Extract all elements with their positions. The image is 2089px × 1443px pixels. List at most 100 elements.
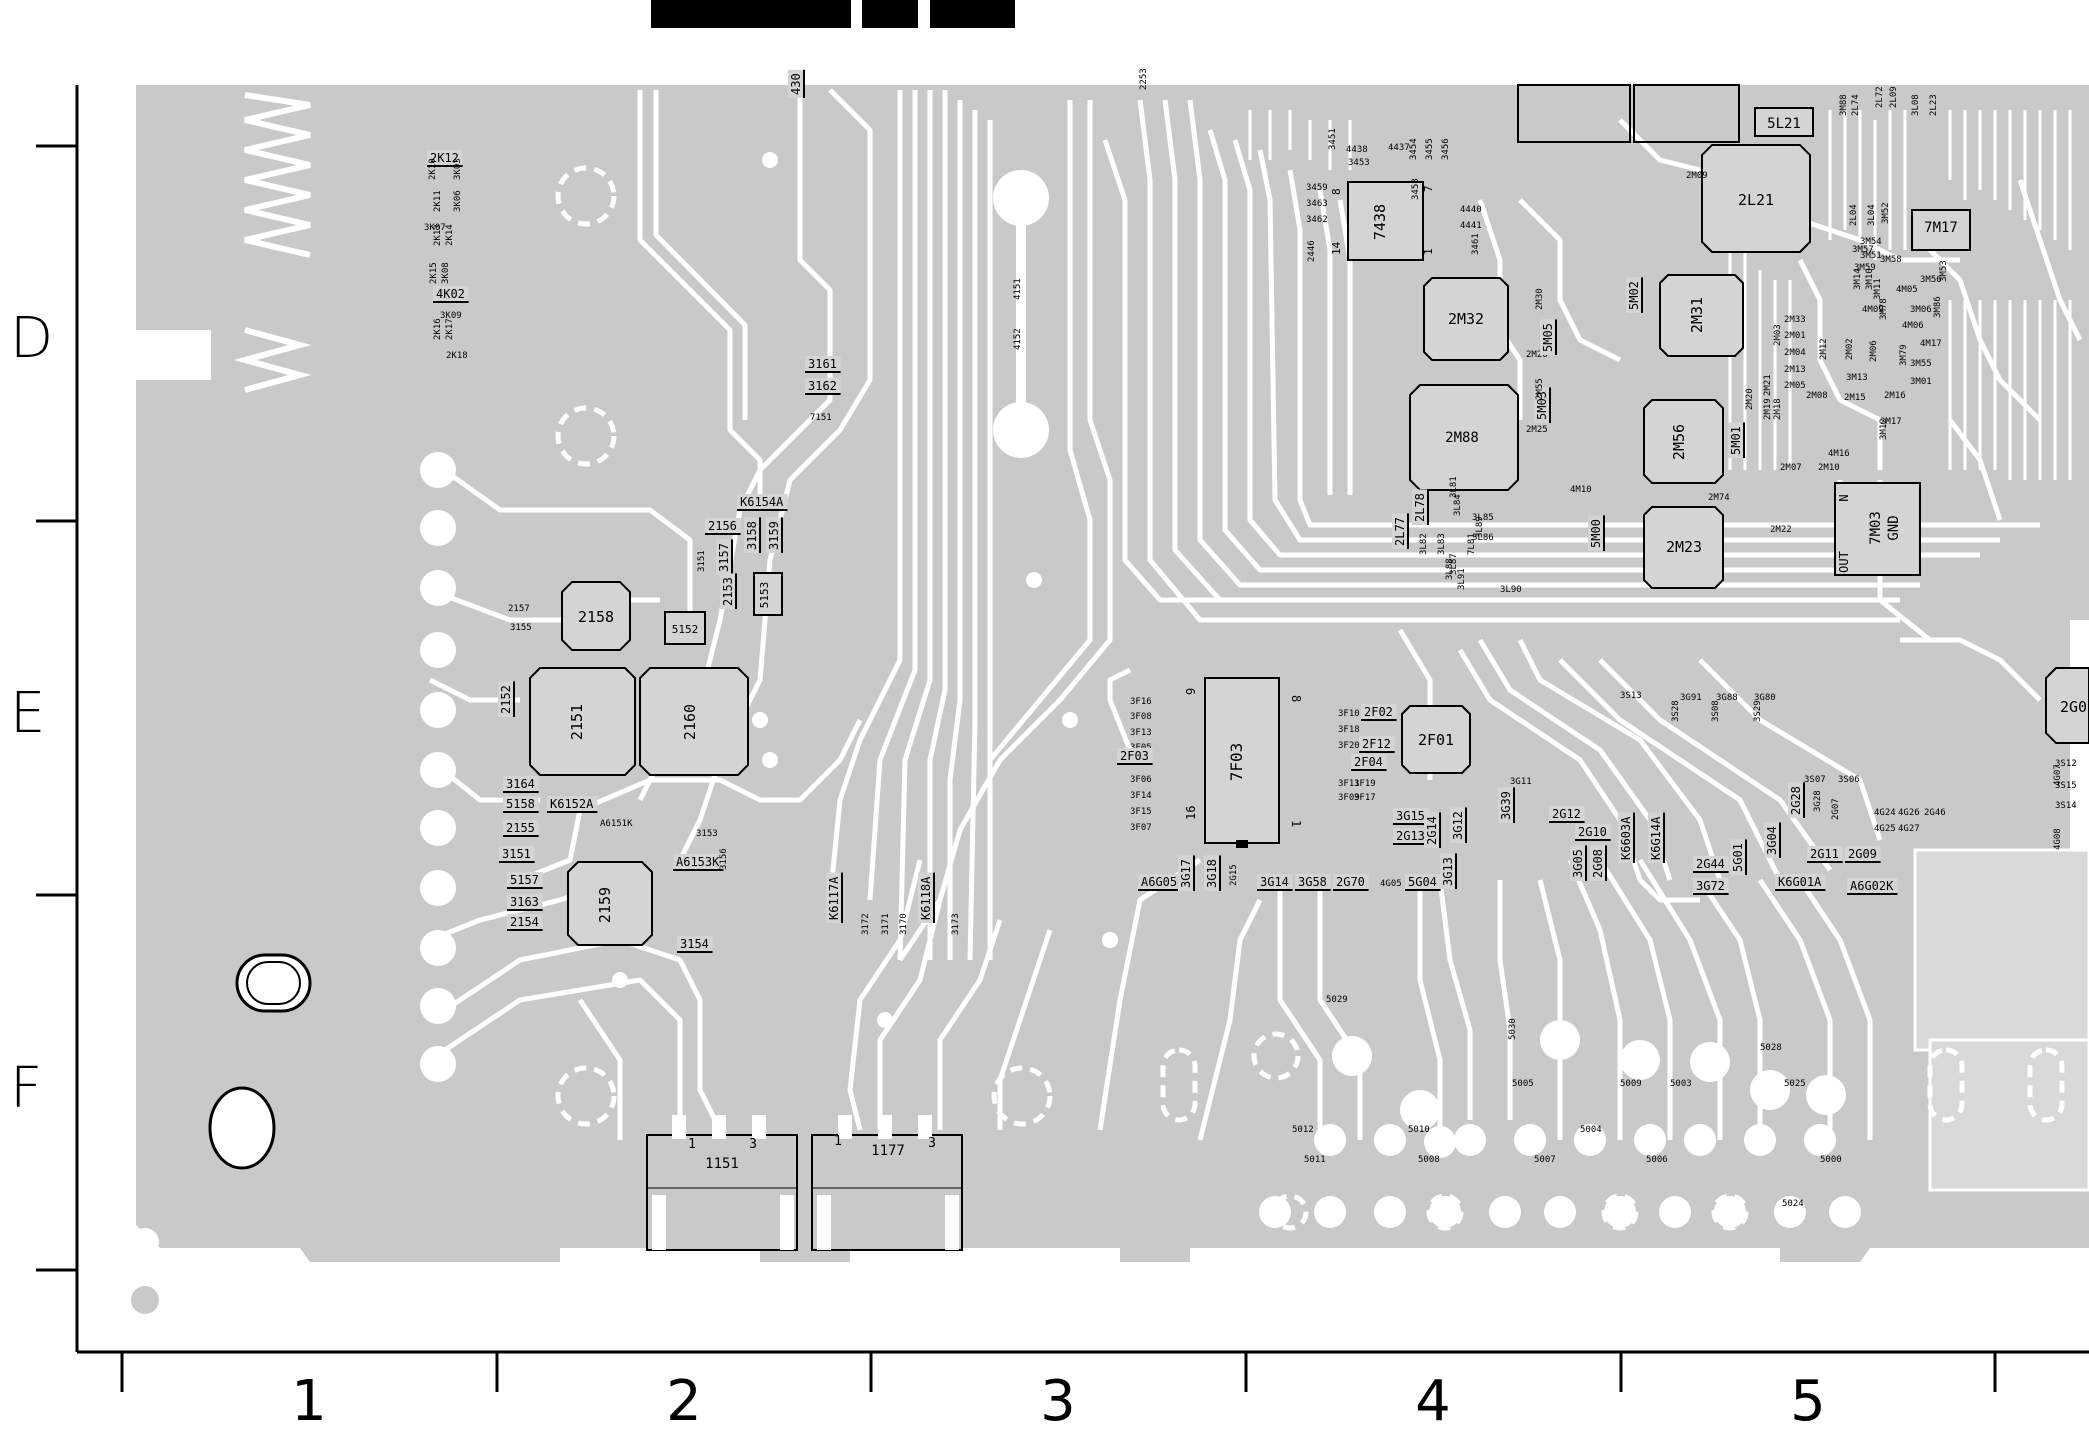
ref-label-box [1498, 787, 1514, 823]
ref-label: 2L77 [1392, 513, 1409, 549]
ref-label-text: A6G02K [1850, 879, 1894, 893]
ref-label-text: 2G13 [1396, 829, 1425, 843]
ref-label: 2L23 [1929, 94, 1939, 116]
ref-label: 3G88 [1716, 693, 1738, 703]
ref-label: 3G28 [1813, 790, 1823, 812]
ref-label-text: 2G70 [1336, 875, 1365, 889]
ref-label: 2K14 [445, 224, 455, 246]
ref-label-text: 3458 [1411, 178, 1421, 200]
ref-label-text: 2M15 [1844, 393, 1866, 403]
chip-7M17: 7M17 [1911, 209, 1971, 251]
ref-label-text: 2K17 [445, 318, 455, 340]
ref-label: 2M20 [1745, 388, 1755, 410]
ref-label-text: 3M51 [1860, 251, 1882, 261]
ref-label: 3158 [744, 517, 761, 553]
ref-label: 5012 [1292, 1125, 1314, 1135]
ref-label-text: 3158 [745, 521, 759, 550]
chip-2M32: 2M32 [1423, 277, 1509, 361]
ref-label-text: 430 [789, 73, 803, 95]
ref-label: 3M53 [1939, 260, 1949, 282]
ref-label-text: 5M00 [1589, 519, 1603, 548]
ref-label: 2G09 [1845, 846, 1881, 863]
ref-label-box [1588, 515, 1604, 551]
ref-label-text: 3F20 [1338, 741, 1360, 751]
ref-label-text: 2152 [499, 685, 513, 714]
ref-label: 3154 [677, 936, 713, 953]
ref-label: 5005 [1512, 1079, 1534, 1089]
ref-label-box [1138, 874, 1189, 890]
ref-label: 2M17 [1880, 417, 1902, 427]
ref-label-box [805, 378, 841, 394]
ref-label-text: 3M14 [1853, 268, 1863, 290]
ref-label: 3G17 [1178, 855, 1195, 891]
ref-label-text: 3462 [1306, 215, 1328, 225]
ref-label-text: 3F13 [1130, 728, 1152, 738]
ref-label-text: 2K11 [433, 190, 443, 212]
ref-label: 2M18 [1773, 398, 1783, 420]
ref-label: 2K10 [428, 158, 438, 180]
ref-label: 3S28 [1671, 700, 1681, 722]
ref-label: 2M13 [1784, 365, 1806, 375]
ref-label-text: 3L89 [1475, 516, 1485, 538]
ref-label: 3458 [1411, 178, 1421, 200]
ref-label-box [547, 796, 598, 812]
chip-7M17-label: 7M17 [1924, 220, 1958, 236]
ref-label-text: 3L08 [1911, 94, 1921, 116]
ref-label: 2L74 [1851, 94, 1861, 116]
ref-label-box [498, 681, 514, 717]
ref-label: 3M58 [1880, 255, 1902, 265]
ref-label: 3M06 [1910, 305, 1932, 315]
ref-label-text: 5M02 [1627, 281, 1641, 310]
ref-label-text: K6154A [740, 495, 784, 509]
ref-label: 2M26 [1526, 350, 1548, 360]
ref-label: 5M05 [1540, 319, 1557, 355]
ref-label: 3157 [716, 539, 733, 575]
ref-label: K6603A [1618, 812, 1635, 863]
connector-1177-pin1: 1 [834, 1134, 842, 1149]
ref-label-text: 2M25 [1526, 425, 1548, 435]
ref-label: 3S29 [1753, 700, 1763, 722]
ref-label: 2M06 [1869, 340, 1879, 362]
ref-label-text: 3S07 [1804, 775, 1826, 785]
row-label-d: D [10, 306, 53, 371]
ref-label-text: 3L91 [1457, 568, 1467, 590]
ref-label: A6G05K [1138, 874, 1189, 891]
ref-label: 5M01 [1728, 422, 1745, 458]
ref-label: 3F14 [1130, 791, 1152, 801]
ref-label-box [1549, 806, 1585, 822]
ref-label-text: 2K16 [433, 318, 443, 340]
ref-label-text: 4K02 [436, 287, 465, 301]
ref-label-text: 4438 [1346, 145, 1368, 155]
ref-label: 3455 [1425, 138, 1435, 160]
ref-label-box [1351, 754, 1387, 770]
ref-label-text: 2M20 [1745, 388, 1755, 410]
oval-cutouts [131, 953, 312, 1314]
ref-label: 4438 [1346, 145, 1368, 155]
ref-label-text: 3G72 [1696, 879, 1725, 893]
ref-label: 3G18 [1204, 855, 1221, 891]
ref-label: 3K09 [440, 311, 462, 321]
ref-label: 5007 [1534, 1155, 1556, 1165]
ref-label-text: K6118A [919, 876, 933, 920]
ref-label-text: 2M22 [1770, 525, 1792, 535]
ref-label: 2M09 [1686, 171, 1708, 181]
ref-label: 2M04 [1784, 348, 1806, 358]
ref-label-text: 2M13 [1784, 365, 1806, 375]
ref-label-text: 2G09 [1848, 847, 1877, 861]
ref-label-text: 3G17 [1179, 859, 1193, 888]
chip-7F03-pin16: 16 [1184, 806, 1198, 820]
col-labels: 1 2 3 4 5 [291, 1369, 1826, 1434]
ref-label: 2M03 [1773, 324, 1783, 346]
ref-label-text: 3L82 [1419, 533, 1429, 555]
ref-label-box [716, 539, 732, 575]
ref-label-text: 3F16 [1130, 697, 1152, 707]
ref-label: 5M00 [1588, 515, 1605, 551]
ref-label: 2K16 [433, 318, 443, 340]
ref-label-text: 2156 [708, 519, 737, 533]
col-label-1: 1 [291, 1369, 327, 1434]
ref-label-text: 3173 [951, 913, 961, 935]
connector-1151-pin1: 1 [688, 1137, 696, 1152]
ref-label: 2G08 [1590, 845, 1607, 881]
ref-label-box [1393, 808, 1429, 824]
ref-label: 2G70 [1333, 874, 1369, 891]
